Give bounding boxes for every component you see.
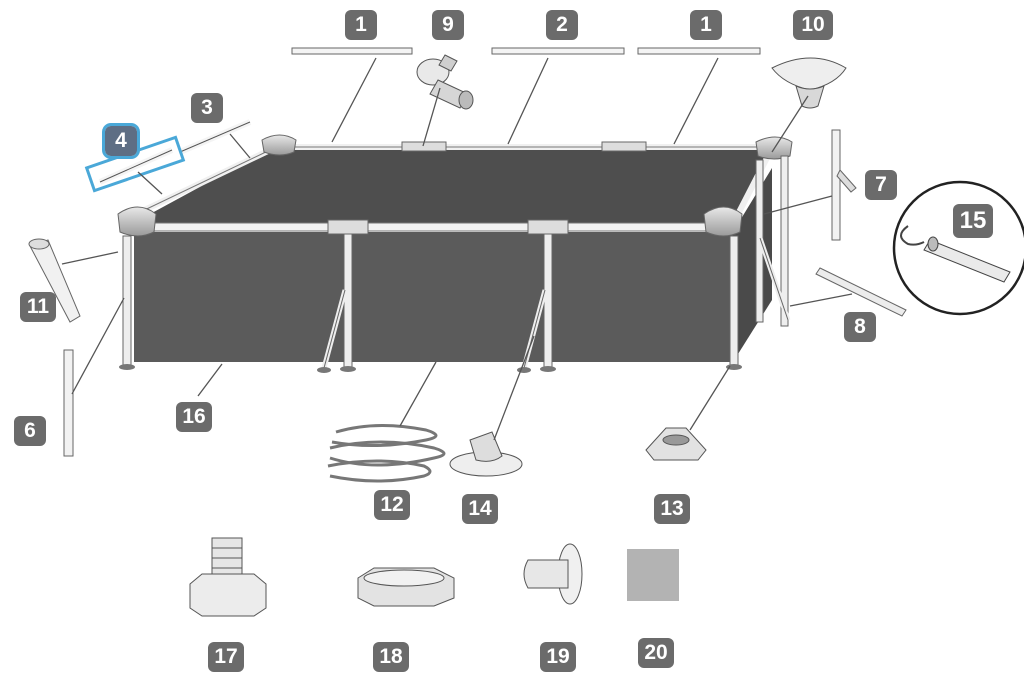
corner-front-right bbox=[703, 206, 743, 237]
part-3-label: 3 bbox=[191, 93, 223, 123]
part-18-label: 18 bbox=[373, 642, 409, 672]
part-19-plug bbox=[523, 543, 583, 605]
pool-assembly bbox=[117, 134, 793, 373]
part-11-label: 11 bbox=[20, 292, 56, 322]
part-6-leg bbox=[63, 349, 74, 457]
part-2-label: 2 bbox=[546, 10, 578, 40]
part-15-label: 15 bbox=[953, 204, 993, 238]
part-3-rail bbox=[178, 119, 252, 155]
corner-front-left bbox=[117, 206, 157, 237]
part-8-label: 8 bbox=[844, 312, 876, 342]
part-1b-label: 1 bbox=[690, 10, 722, 40]
leader-lines bbox=[61, 57, 853, 441]
part-19-label: 19 bbox=[540, 642, 576, 672]
part-20-repair-patch bbox=[627, 549, 679, 601]
part-17-drain-valve bbox=[189, 537, 267, 617]
part-8-brace bbox=[815, 267, 907, 317]
part-1a-label: 1 bbox=[345, 10, 377, 40]
part-10-label: 10 bbox=[793, 10, 833, 40]
part-10-corner-joint bbox=[771, 57, 847, 109]
part-12-label: 12 bbox=[374, 490, 410, 520]
corner-back-left bbox=[261, 134, 297, 156]
part-18-cap bbox=[357, 567, 455, 607]
part-4-label: 4 bbox=[102, 123, 140, 159]
part-7-leg bbox=[831, 129, 857, 241]
part-13-foot bbox=[645, 427, 707, 461]
part-16-label: 16 bbox=[176, 402, 212, 432]
part-2-rail bbox=[491, 47, 625, 55]
part-11-leg-bracket bbox=[28, 238, 81, 323]
part-14-label: 14 bbox=[462, 494, 498, 524]
pool-front-wall bbox=[134, 232, 733, 362]
part-1b-rail bbox=[637, 47, 761, 55]
part-1a-rail bbox=[291, 47, 413, 55]
part-20-label: 20 bbox=[638, 638, 674, 668]
part-9-label: 9 bbox=[432, 10, 464, 40]
right-rail bbox=[732, 150, 773, 222]
part-14-leg-cap bbox=[449, 431, 523, 477]
part-9-tee-joint bbox=[416, 54, 474, 110]
part-17-label: 17 bbox=[208, 642, 244, 672]
part-6-label: 6 bbox=[14, 416, 46, 446]
part-12-hose bbox=[327, 424, 446, 483]
pool-top-surface bbox=[128, 150, 770, 226]
part-13-label: 13 bbox=[654, 494, 690, 524]
part-15-detail-circle bbox=[892, 180, 1024, 316]
part-7-label: 7 bbox=[865, 170, 897, 200]
